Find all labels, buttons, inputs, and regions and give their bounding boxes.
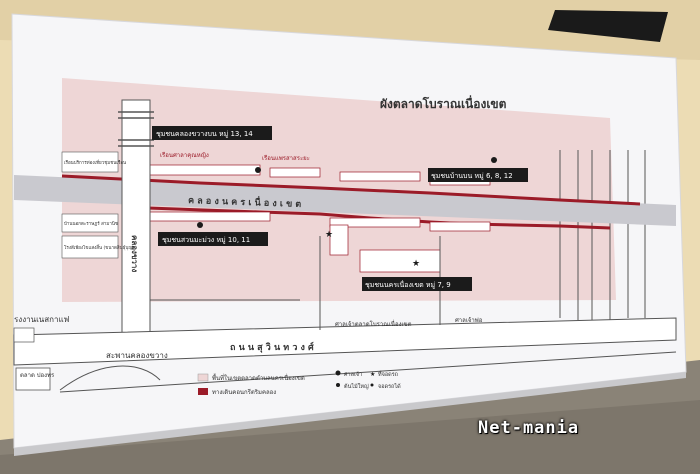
side-canal-label: คลองขวาง [130,235,139,272]
road-name: ถ น น สุ วิ น ท ว ง ศ์ [230,341,314,353]
shrine-marker-3 [491,157,497,163]
board-edge [14,372,686,456]
canal-band [14,175,676,226]
svg-text:ศาลเจ้า: ศาลเจ้า [344,371,362,378]
bridge-marks [118,111,154,147]
side-canal [121,99,151,341]
bottom-road-line [59,351,677,393]
front-place-1: เรือนศาลาคุณหญิง [160,151,209,159]
legend: พื้นที่ในเขตตลาดตำบลนครเนื่องเขต ทางเดิน… [197,370,401,396]
floor-light [0,400,700,474]
bottom-place-1: ศาลเจ้าตลาดโบราณเนื่องเขต [335,320,412,328]
svg-text:ชุมชนบ้านบน หมู่ 6, 8, 12: ชุมชนบ้านบน หมู่ 6, 8, 12 [431,172,513,180]
svg-text:พื้นที่ในเขตตลาดตำบลนครเนื่องเ: พื้นที่ในเขตตลาดตำบลนครเนื่องเขต [212,372,305,382]
left-place-2: บ้านนอกตะราษฏร์ สามานิช [61,213,119,233]
shrine-marker-2 [255,167,261,173]
front-place-2: เรือนแพรสาสระยะ [262,154,310,162]
star-marker: ★ [325,230,333,240]
svg-text:ชุมชนคลองขวางบน หมู่ 13, 14: ชุมชนคลองขวางบน หมู่ 13, 14 [156,130,253,138]
left-place-3: โรงสีเพียงไขแสงสิ้น (ขนาดสินธุ์บุญ) [61,235,134,259]
corner-label: ตลาด ปองพร [20,372,55,379]
bottom-place-2: ศาลเจ้าพ่อ [455,317,483,324]
community-tag-4: ชุมชนนครเนื่องเขต หมู่ 7, 9 [362,277,472,291]
svg-text:★: ★ [370,371,375,378]
community-tag-3: ชุมชนบ้านบน หมู่ 6, 8, 12 [428,168,528,182]
svg-text:ชุมชนสวนมะม่วง หมู่ 10, 11: ชุมชนสวนมะม่วง หมู่ 10, 11 [162,236,250,244]
svg-text:ต้นไม้ใหญ่: ต้นไม้ใหญ่ [344,383,369,390]
right-streets [559,150,646,320]
road-curve [59,365,161,391]
bridge-label: สะพานคลองขวาง [106,351,168,360]
svg-text:เรือนบริการท่องเที่ยวชุมชนเรือ: เรือนบริการท่องเที่ยวชุมชนเรือน [64,159,126,166]
wall-tv [548,10,668,42]
corner-box: ตลาด ปองพร [15,367,55,391]
shrine-marker [197,222,203,228]
svg-text:จอดรถได้: จอดรถได้ [378,383,401,390]
map-title: ผังตลาดโบราณเนื่องเขต [380,95,507,111]
svg-text:บ้านนอกตะราษฏร์ สามานิช: บ้านนอกตะราษฏร์ สามานิช [64,220,118,227]
svg-text:ทางเดินคอนกรีตริมคลอง: ทางเดินคอนกรีตริมคลอง [212,388,276,396]
svg-text:ชุมชนนครเนื่องเขต หมู่ 7, 9: ชุมชนนครเนื่องเขต หมู่ 7, 9 [365,280,451,289]
svg-text:ที่จอดรถ: ที่จอดรถ [378,370,398,378]
lower-left-label: รงงานเนสกาแฟ [14,315,70,324]
left-place-1: เรือนบริการท่องเที่ยวชุมชนเรือน [61,151,126,173]
watermark: Net-mania [478,418,580,438]
svg-text:โรงสีเพียงไขแสงสิ้น (ขนาดสินธุ: โรงสีเพียงไขแสงสิ้น (ขนาดสินธุ์บุญ) [64,244,134,251]
shophouse-rows [149,164,491,273]
lower-left-box [13,327,35,343]
community-tag-1: ชุมชนคลองขวางบน หมู่ 13, 14 [152,126,272,140]
road-curve-2 [149,245,300,301]
road-band [13,317,677,366]
star-marker-2: ★ [412,259,420,269]
community-tag-2: ชุมชนสวนมะม่วง หมู่ 10, 11 [158,232,268,246]
walkway-north [61,174,641,206]
